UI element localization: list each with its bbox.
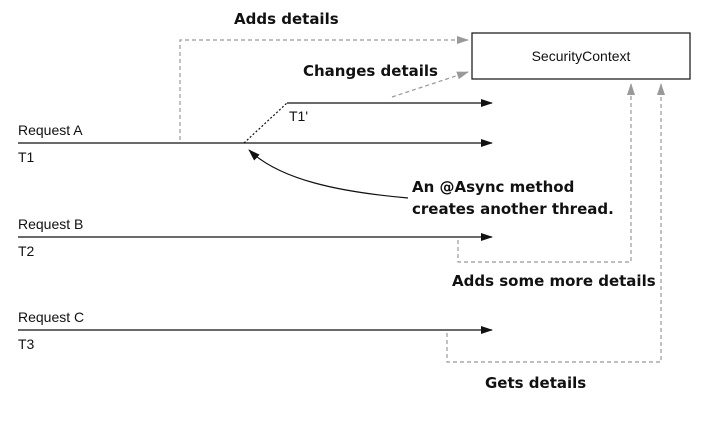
gets-details-annotation: Gets details (485, 374, 586, 392)
adds-more-details-arrow (457, 83, 635, 263)
changes-details-annotation: Changes details (303, 62, 438, 80)
t1-label: T1 (18, 149, 35, 165)
async-callout-arrow (248, 149, 409, 199)
t2-label: T2 (18, 243, 35, 259)
changes-details-arrow (391, 71, 469, 98)
async-annotation-line2: creates another thread. (412, 200, 614, 218)
async-fork-line (243, 102, 288, 144)
adds-details-arrow (179, 36, 469, 140)
adds-details-annotation: Adds details (234, 10, 339, 28)
adds-more-details-annotation: Adds some more details (452, 272, 656, 290)
security-context-label: SecurityContext (532, 48, 631, 64)
request-a-label: Request A (18, 122, 83, 138)
gets-details-arrow (446, 83, 665, 363)
async-annotation-line1: An @Async method (412, 178, 574, 196)
request-b-label: Request B (18, 216, 83, 232)
request-c-label: Request C (18, 309, 84, 325)
t1prime-label: T1' (289, 108, 308, 124)
t3-label: T3 (18, 336, 35, 352)
security-context-box (471, 32, 691, 80)
